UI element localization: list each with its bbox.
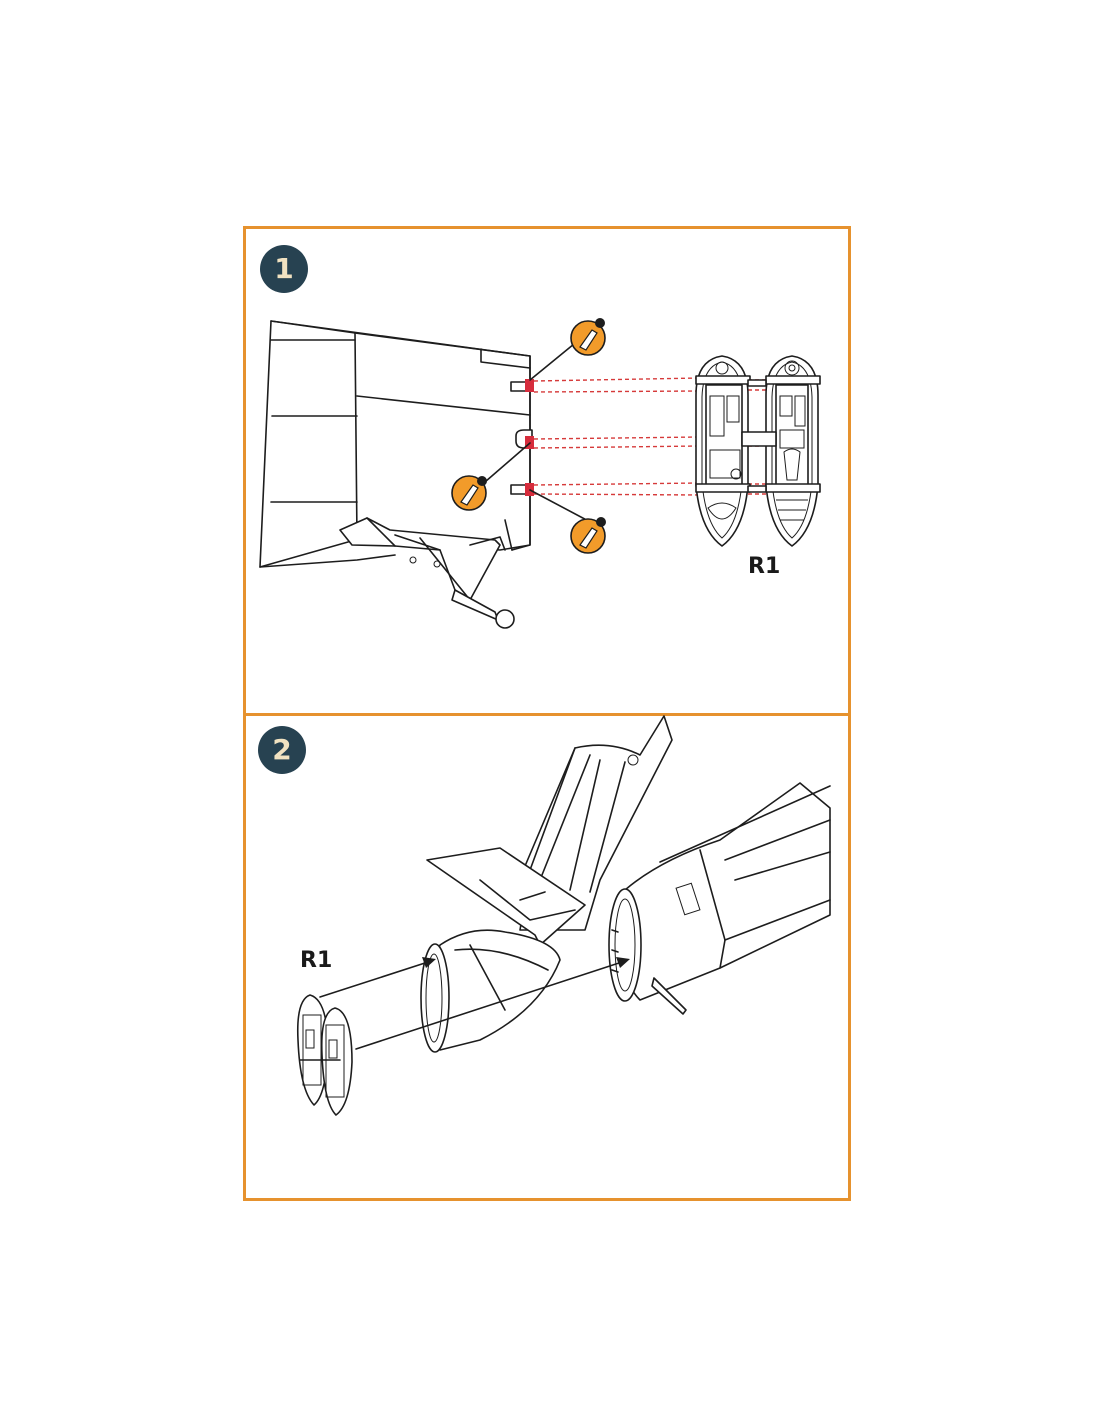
step-1-nacelle xyxy=(259,320,533,629)
step-2-badge: 2 xyxy=(258,726,306,774)
step-divider xyxy=(243,713,851,716)
attach-point xyxy=(525,379,534,392)
glue-bottle-icon xyxy=(529,489,606,554)
step-1-part-label: R1 xyxy=(748,554,781,579)
step-2-part-label: R1 xyxy=(300,948,333,973)
step-2-airframe xyxy=(420,715,831,1053)
part-r1-step-2 xyxy=(296,994,353,1116)
step-1-badge: 1 xyxy=(260,245,308,293)
part-r1-detail xyxy=(695,355,821,547)
glue-bottle-icon xyxy=(529,318,606,381)
glue-bottle-icon xyxy=(451,442,531,511)
assembly-arrows xyxy=(319,957,630,1050)
